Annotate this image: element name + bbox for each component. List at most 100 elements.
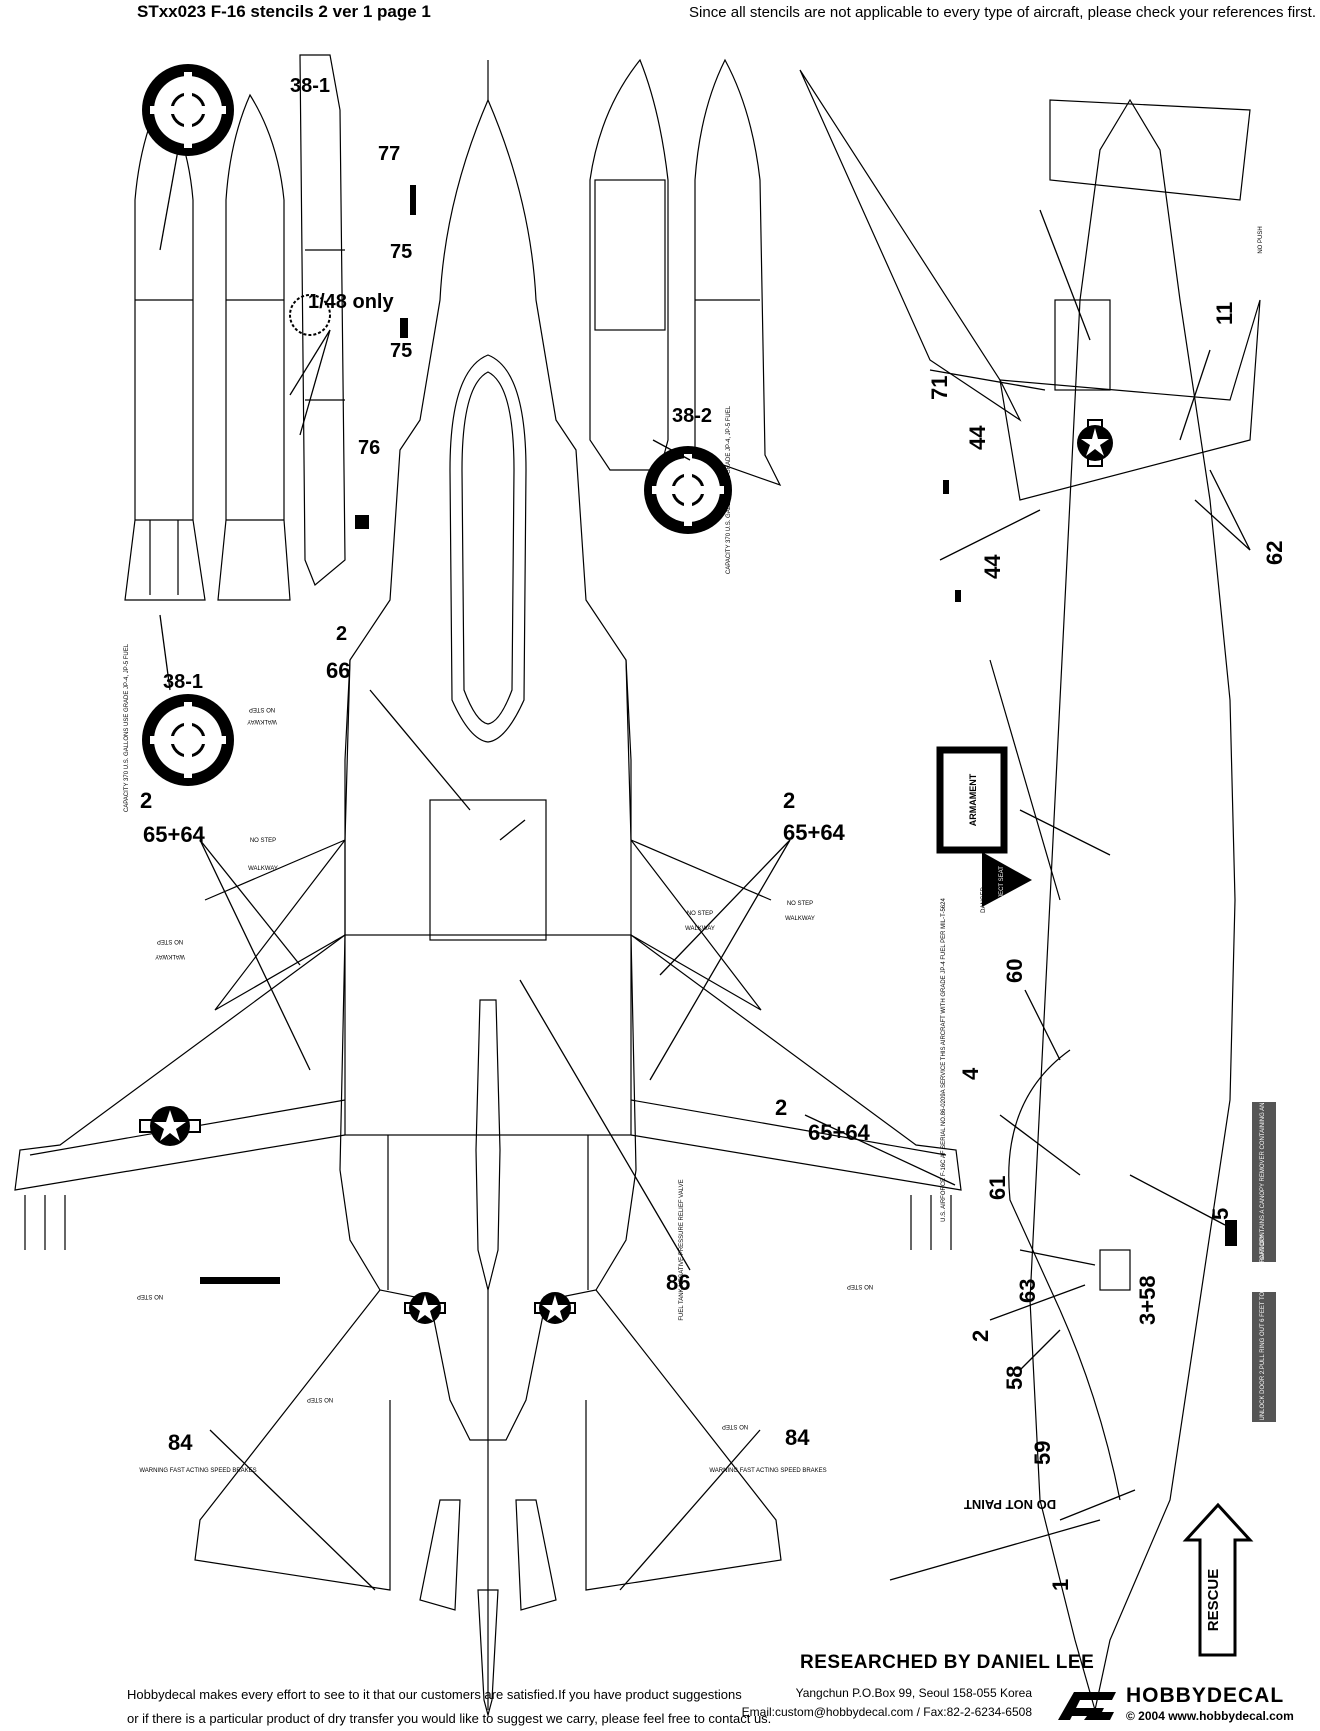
callout-11: 11 bbox=[1212, 302, 1237, 325]
callout-44: 44 bbox=[980, 554, 1005, 579]
drop-tank-right-side bbox=[694, 58, 782, 487]
callout-1: 1 bbox=[1048, 1579, 1073, 1591]
no-step-stencil: NO STEP bbox=[250, 838, 276, 844]
no-push-label: NO PUSH bbox=[1258, 226, 1264, 253]
star-insignia-side bbox=[1077, 419, 1113, 467]
no-step-stencil: NO STEP bbox=[249, 706, 275, 712]
hobbydecal-logo: HOBBYDECAL © 2004 www.hobbydecal.com bbox=[1054, 1684, 1316, 1726]
rescue-arrow: RESCUE bbox=[1182, 1502, 1254, 1657]
leader-lines bbox=[159, 149, 1251, 1591]
callout-38-1: 38-1 bbox=[163, 671, 203, 693]
callout-71: 71 bbox=[927, 376, 952, 400]
fuel-valve-stencil: FUEL TANK NEGATIVE PRESSURE RELIEF VALVE bbox=[679, 1179, 685, 1320]
tank-capacity-stencil: CAPACITY 370 U.S. GALLONS USE GRADE JP-4… bbox=[726, 405, 732, 574]
star-insignia-left-wing bbox=[139, 1106, 201, 1146]
tank-capacity-stencil: CAPACITY 370 U.S. GALLONS USE GRADE JP-4… bbox=[124, 643, 130, 812]
walkway-stencil: WALKWAY bbox=[685, 926, 715, 932]
callout-44: 44 bbox=[965, 425, 990, 450]
reference-note: Since all stencils are not applicable to… bbox=[689, 4, 1316, 21]
pylon-strip bbox=[299, 54, 346, 586]
callout-4: 4 bbox=[958, 1067, 983, 1080]
callout-75: 75 bbox=[390, 241, 412, 263]
no-step-stencil: NO STEP bbox=[307, 1396, 333, 1402]
callout-76: 76 bbox=[358, 437, 380, 459]
callout-2: 2 bbox=[336, 623, 347, 645]
callout-2: 2 bbox=[783, 788, 795, 813]
callout-65-64: 65+64 bbox=[783, 820, 846, 845]
callout-77: 77 bbox=[378, 143, 400, 165]
footer-line-2: or if there is a particular product of d… bbox=[127, 1711, 772, 1726]
callout-61: 61 bbox=[985, 1176, 1010, 1200]
canopy-warning-panel bbox=[1252, 1102, 1276, 1262]
callout-75: 75 bbox=[390, 340, 412, 362]
callout-38-1: 38-1 bbox=[290, 75, 330, 97]
callout-2: 2 bbox=[140, 788, 152, 813]
callout-66: 66 bbox=[326, 658, 350, 683]
stencil-square bbox=[355, 515, 369, 529]
eject-seat-label: EJECT SEAT bbox=[999, 866, 1005, 902]
no-step-stencil: NO STEP bbox=[722, 1423, 748, 1429]
walkway-stencil: WALKWAY bbox=[785, 916, 815, 922]
callout-86: 86 bbox=[666, 1270, 690, 1295]
stencil-arrow bbox=[410, 185, 416, 215]
callout-60: 60 bbox=[1002, 959, 1027, 983]
footer-address: Yangchun P.O.Box 99, Seoul 158-055 Korea bbox=[795, 1686, 1032, 1700]
callout-63: 63 bbox=[1015, 1279, 1040, 1303]
drop-tank-left bbox=[124, 93, 206, 601]
star-insignia-intake-left bbox=[404, 1292, 446, 1324]
callout-84: 84 bbox=[168, 1430, 193, 1455]
speed-brake-warning: WARNING FAST ACTING SPEED BRAKES bbox=[709, 1468, 826, 1474]
sheet-title: STxx023 F-16 stencils 2 ver 1 page 1 bbox=[137, 2, 431, 21]
rescue-label: RESCUE bbox=[1205, 1569, 1222, 1632]
footer-contact: Yangchun P.O.Box 99, Seoul 158-055 Korea… bbox=[740, 1684, 1032, 1722]
no-step-stencil: NO STEP bbox=[847, 1283, 873, 1289]
stencil-bar bbox=[943, 480, 949, 494]
armament-frame bbox=[936, 746, 1008, 854]
roundel-38-1-bottom bbox=[142, 694, 234, 786]
brand-website: © 2004 www.hobbydecal.com bbox=[1126, 1709, 1294, 1723]
canopy-warning-text: WARNING: THIS AIRCRAFT CONTAINS A CANOPY… bbox=[1260, 1040, 1266, 1324]
walkway-stencil: WALKWAY bbox=[247, 718, 277, 724]
speed-brake-warning: WARNING FAST ACTING SPEED BRAKES bbox=[139, 1468, 256, 1474]
walkway-stencil: WALKWAY bbox=[248, 866, 278, 872]
stencil-bar bbox=[955, 590, 961, 602]
callout-3-58: 3+58 bbox=[1135, 1275, 1160, 1325]
no-step-stencil: NO STEP bbox=[157, 938, 183, 944]
callout-59: 59 bbox=[1030, 1441, 1055, 1465]
stencil-bar bbox=[200, 1277, 280, 1284]
push-button-text: 1.PUSH BUTTON TO UNLOCK DOOR 2.PULL RING… bbox=[1260, 1234, 1266, 1480]
footer-email-fax: Email:custom@hobbydecal.com / Fax:82-2-6… bbox=[741, 1705, 1032, 1719]
hobbydecal-mark-icon bbox=[1058, 1692, 1116, 1720]
footer-line-1: Hobbydecal makes every effort to see to … bbox=[127, 1687, 742, 1702]
danger-label: DANGER bbox=[981, 886, 987, 912]
drop-tank-side bbox=[217, 93, 291, 601]
no-step-stencil: NO STEP bbox=[137, 1293, 163, 1299]
no-step-stencil: NO STEP bbox=[787, 901, 813, 907]
researched-credit: RESEARCHED BY DANIEL LEE bbox=[800, 1652, 1095, 1673]
roundel-38-2 bbox=[644, 446, 732, 534]
f16-top-view bbox=[14, 60, 962, 1718]
fuel-cap-stencil bbox=[289, 294, 331, 336]
stencil-bar bbox=[1225, 1220, 1237, 1246]
callout-38-2: 38-2 bbox=[672, 405, 712, 427]
stencil-bar bbox=[400, 318, 408, 338]
callout-2: 2 bbox=[775, 1095, 787, 1120]
roundel-38-1-top bbox=[142, 64, 234, 156]
no-step-stencil: NO STEP bbox=[687, 911, 713, 917]
danger-eject-triangle: EJECT SEAT DANGER bbox=[981, 852, 1032, 913]
do-not-paint-label: DO NOT PAINT bbox=[964, 1497, 1056, 1512]
drop-tank-right bbox=[589, 58, 669, 471]
callout-62: 62 bbox=[1262, 541, 1287, 565]
walkway-stencil: WALKWAY bbox=[155, 953, 185, 959]
callout-5: 5 bbox=[1208, 1208, 1233, 1220]
callout-65-64: 65+64 bbox=[143, 822, 206, 847]
push-button-panel bbox=[1252, 1292, 1276, 1422]
armament-label: ARMAMENT bbox=[968, 773, 978, 826]
callout-1-48-only: 1/48 only bbox=[308, 291, 394, 313]
callout-65-64: 65+64 bbox=[808, 1120, 871, 1145]
star-insignia-intake-right bbox=[534, 1292, 576, 1324]
callout-2-side: 2 bbox=[968, 1330, 993, 1342]
serial-block-text: U.S. AIRFORCE F-16C AF SERIAL NO.86-0209… bbox=[941, 898, 947, 1222]
callout-84: 84 bbox=[785, 1425, 810, 1450]
